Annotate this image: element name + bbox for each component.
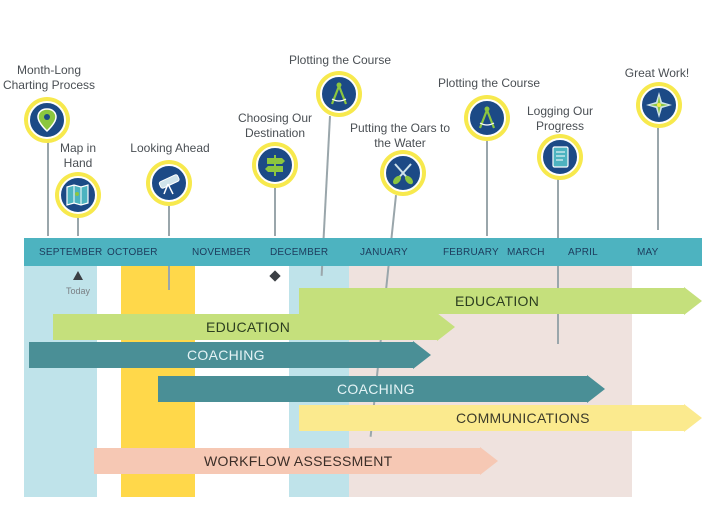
month-march: MARCH [507, 247, 545, 258]
compass-divider-icon-2 [464, 95, 510, 141]
diamond-marker-icon [269, 270, 281, 282]
milestone-label-4: Choosing Our Destination [237, 111, 313, 140]
milestone-label-3: Looking Ahead [130, 141, 210, 155]
coaching-arrow-2: COACHING [158, 375, 605, 403]
milestone-label-7: Plotting the Course [437, 76, 541, 90]
folded-map-icon [55, 172, 101, 218]
stem-7 [486, 140, 488, 236]
month-february: FEBRUARY [443, 247, 499, 258]
workflow-assessment-label: WORKFLOW ASSESSMENT [204, 453, 393, 469]
signpost-icon [252, 142, 298, 188]
education-arrow-1: EDUCATION [299, 287, 702, 315]
map-pin-icon [24, 97, 70, 143]
band-september [24, 266, 97, 497]
stem-3 [168, 200, 170, 236]
milestone-label-9: Great Work! [624, 66, 690, 80]
milestone-label-5: Plotting the Course [288, 53, 392, 67]
communications-arrow: COMMUNICATIONS [299, 404, 702, 432]
workflow-assessment-arrow: WORKFLOW ASSESSMENT [94, 447, 498, 475]
milestone-label-8: Logging Our Progress [526, 104, 594, 133]
coaching-label-1: COACHING [187, 347, 265, 363]
communications-label: COMMUNICATIONS [456, 410, 590, 426]
stem-4 [274, 186, 276, 236]
month-bar [24, 238, 702, 266]
milestone-label-6: Putting the Oars to the Water [349, 121, 451, 150]
coaching-label-2: COACHING [337, 381, 415, 397]
compass-divider-icon [316, 71, 362, 117]
stem-9 [657, 128, 659, 230]
stem-3-lower [168, 266, 170, 290]
month-october: OCTOBER [107, 247, 158, 258]
education-label-1: EDUCATION [455, 293, 540, 309]
month-april: APRIL [568, 247, 598, 258]
logbook-icon [537, 134, 583, 180]
coaching-arrow-1: COACHING [29, 341, 431, 369]
month-november: NOVEMBER [192, 247, 251, 258]
today-triangle-icon [73, 271, 83, 280]
stem-1 [47, 140, 49, 236]
milestone-label-1: Month-Long Charting Process [2, 63, 96, 92]
telescope-icon [146, 160, 192, 206]
compass-rose-icon [636, 82, 682, 128]
crossed-oars-icon [380, 150, 426, 196]
month-may: MAY [637, 247, 659, 258]
today-label: Today [66, 286, 91, 296]
month-september: SEPTEMBER [39, 247, 103, 258]
education-arrow-2: EDUCATION [53, 313, 455, 341]
stem-2 [77, 212, 79, 236]
month-december: DECEMBER [270, 247, 329, 258]
education-label-2: EDUCATION [206, 319, 291, 335]
month-january: JANUARY [360, 247, 408, 258]
milestone-label-2: Map in Hand [59, 141, 97, 170]
